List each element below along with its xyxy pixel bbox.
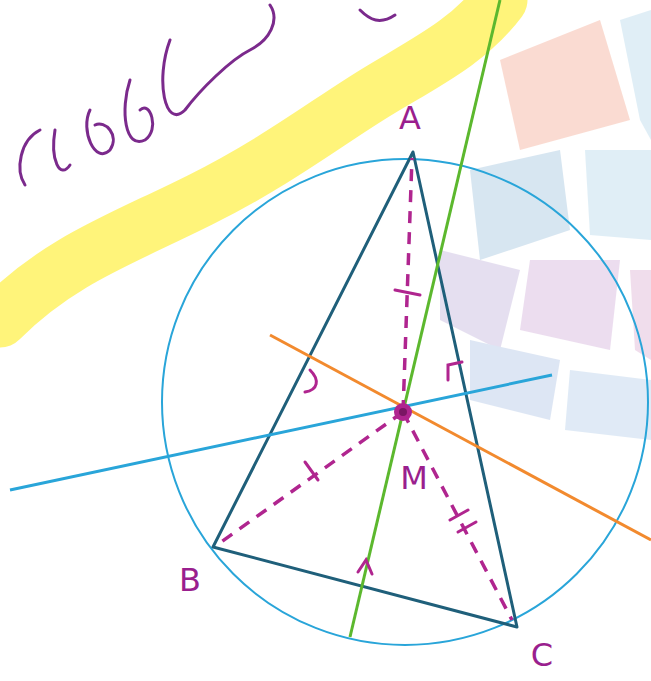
radius-dashes xyxy=(217,158,512,620)
bisector-bc xyxy=(350,0,500,637)
vertex-label: A xyxy=(399,102,421,134)
circumcircle xyxy=(162,159,648,645)
triangle xyxy=(213,152,517,627)
vertex-label: B xyxy=(179,564,201,596)
center-label: M xyxy=(400,462,428,494)
bisector-ac xyxy=(270,335,651,540)
center-point-core xyxy=(399,408,407,416)
bisector-ab xyxy=(10,375,552,490)
center-point xyxy=(394,403,412,421)
tick-marks xyxy=(305,290,476,574)
handwritten-scribble xyxy=(20,5,395,185)
vertex-label: C xyxy=(531,639,553,671)
